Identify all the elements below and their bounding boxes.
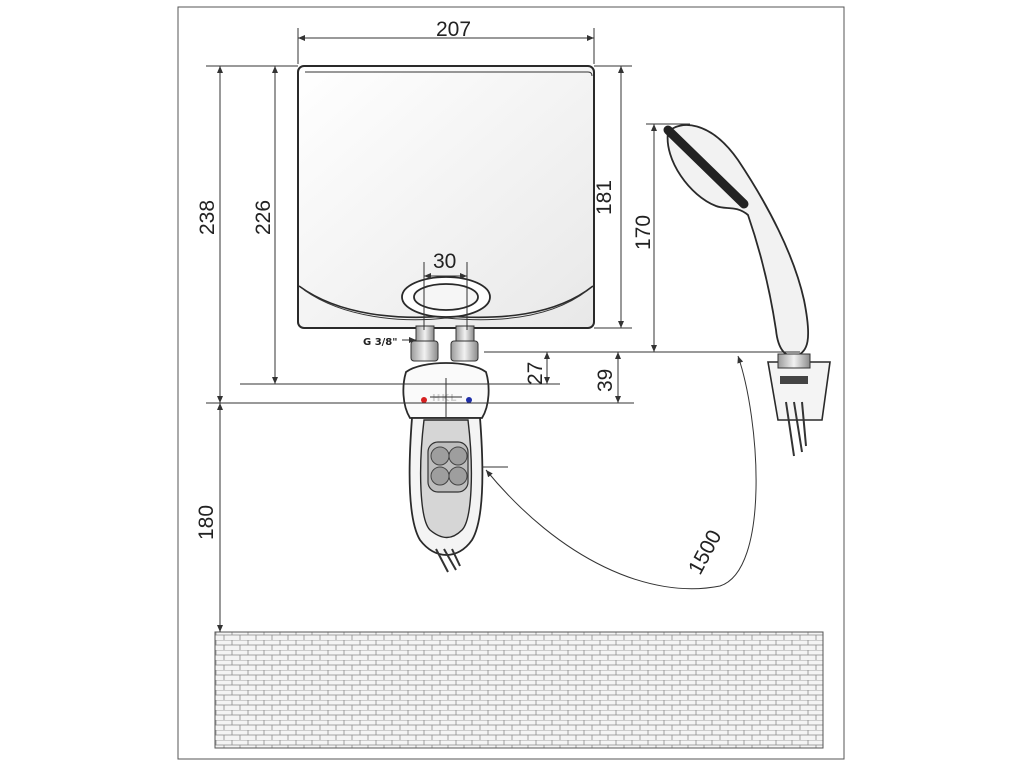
dimension-lines [206, 28, 800, 632]
mixer-tap: HKL [402, 362, 490, 573]
hand-shower [663, 124, 831, 457]
brand-logo: HKL [432, 393, 458, 404]
brick-wall [214, 631, 824, 749]
dim-height-181: 181 [593, 180, 616, 215]
drawing-frame [177, 6, 845, 760]
dim-floor-180: 180 [195, 505, 218, 540]
dim-height-170: 170 [632, 215, 655, 250]
inlet-connectors [410, 325, 479, 362]
cold-indicator [466, 397, 472, 403]
water-heater [297, 65, 595, 329]
dim-offset-27: 27 [524, 362, 547, 385]
hot-indicator [421, 397, 427, 403]
dim-hose-1500: 1500 [684, 526, 726, 578]
dim-height-238: 238 [196, 200, 219, 235]
dim-pitch-30: 30 [433, 250, 456, 273]
dim-width-207: 207 [436, 18, 471, 41]
thread-label: G 3/8" [363, 337, 397, 348]
dim-height-226: 226 [252, 200, 275, 235]
dim-offset-39: 39 [594, 369, 617, 392]
